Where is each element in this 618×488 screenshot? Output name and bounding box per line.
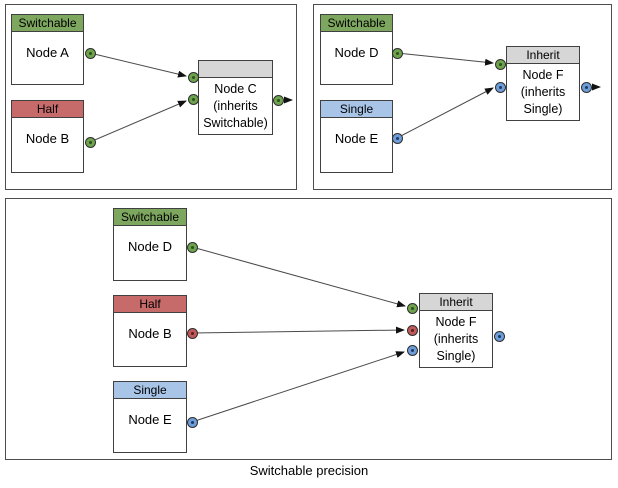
- node-c-type-header: [199, 61, 272, 78]
- node-f-line3: Single): [523, 101, 563, 116]
- node-b: Half Node B: [11, 100, 84, 173]
- node-d-type-header: Switchable: [321, 15, 392, 32]
- node-c-output-port: [272, 94, 284, 106]
- node-a-label: Node A: [26, 45, 69, 60]
- node-d-label: Node D: [334, 45, 379, 60]
- node-e-bottom-label: Node E: [128, 412, 172, 427]
- node-e-label: Node E: [334, 131, 379, 146]
- node-b-output-port: [84, 136, 96, 148]
- node-d-output-port: [391, 47, 403, 59]
- node-f-bottom-type-header: Inherit: [420, 294, 492, 311]
- node-d: Switchable Node D: [320, 14, 393, 85]
- node-f-bottom-input-port-2: [406, 324, 418, 336]
- node-c-line3: Switchable): [203, 115, 268, 130]
- node-f-input-port-1: [494, 58, 506, 70]
- node-f-line2: (inherits: [520, 84, 566, 99]
- node-f-bottom-line2: (inherits: [433, 331, 479, 346]
- node-f-line1: Node F: [522, 67, 564, 82]
- node-f-bottom-input-port-3: [406, 344, 418, 356]
- node-f-bottom-label: Node F (inherits Single): [420, 311, 492, 367]
- node-f-bottom: Inherit Node F (inherits Single): [419, 293, 493, 368]
- node-b-bottom-type-header: Half: [114, 296, 186, 313]
- node-e-bottom-type-header: Single: [114, 382, 186, 399]
- node-b-bottom: Half Node B: [113, 295, 187, 367]
- node-f: Inherit Node F (inherits Single): [506, 46, 580, 121]
- node-f-bottom-line1: Node F: [435, 314, 477, 329]
- node-f-bottom-input-port-1: [406, 302, 418, 314]
- node-e: Single Node E: [320, 100, 393, 173]
- panel-bottom: [5, 198, 612, 460]
- node-f-input-port-2: [494, 81, 506, 93]
- node-a-type-header: Switchable: [12, 15, 83, 32]
- node-e-bottom: Single Node E: [113, 381, 187, 453]
- node-f-output-port: [580, 81, 592, 93]
- node-c-label: Node C (inherits Switchable): [199, 78, 272, 134]
- node-d-bottom: Switchable Node D: [113, 208, 187, 281]
- node-d-bottom-label: Node D: [127, 239, 173, 254]
- node-c-line2: (inherits: [213, 98, 258, 113]
- node-b-bottom-label: Node B: [128, 326, 172, 341]
- node-f-bottom-line3: Single): [436, 348, 476, 363]
- figure-caption: Switchable precision: [249, 463, 369, 478]
- node-f-type-header: Inherit: [507, 47, 579, 64]
- node-b-type-header: Half: [12, 101, 83, 118]
- node-e-output-port: [391, 132, 403, 144]
- node-a-output-port: [84, 47, 96, 59]
- node-c-input-port-2: [187, 93, 199, 105]
- node-f-bottom-output-port: [493, 330, 505, 342]
- node-c-input-port-1: [187, 71, 199, 83]
- node-e-type-header: Single: [321, 101, 392, 118]
- node-b-bottom-output-port: [186, 327, 198, 339]
- node-c-line1: Node C: [214, 81, 257, 96]
- node-d-bottom-type-header: Switchable: [114, 209, 186, 226]
- node-a: Switchable Node A: [11, 14, 84, 85]
- node-b-label: Node B: [25, 131, 70, 146]
- node-e-bottom-output-port: [186, 416, 198, 428]
- node-d-bottom-output-port: [186, 241, 198, 253]
- node-c: Node C (inherits Switchable): [198, 60, 273, 135]
- node-f-label: Node F (inherits Single): [507, 64, 579, 120]
